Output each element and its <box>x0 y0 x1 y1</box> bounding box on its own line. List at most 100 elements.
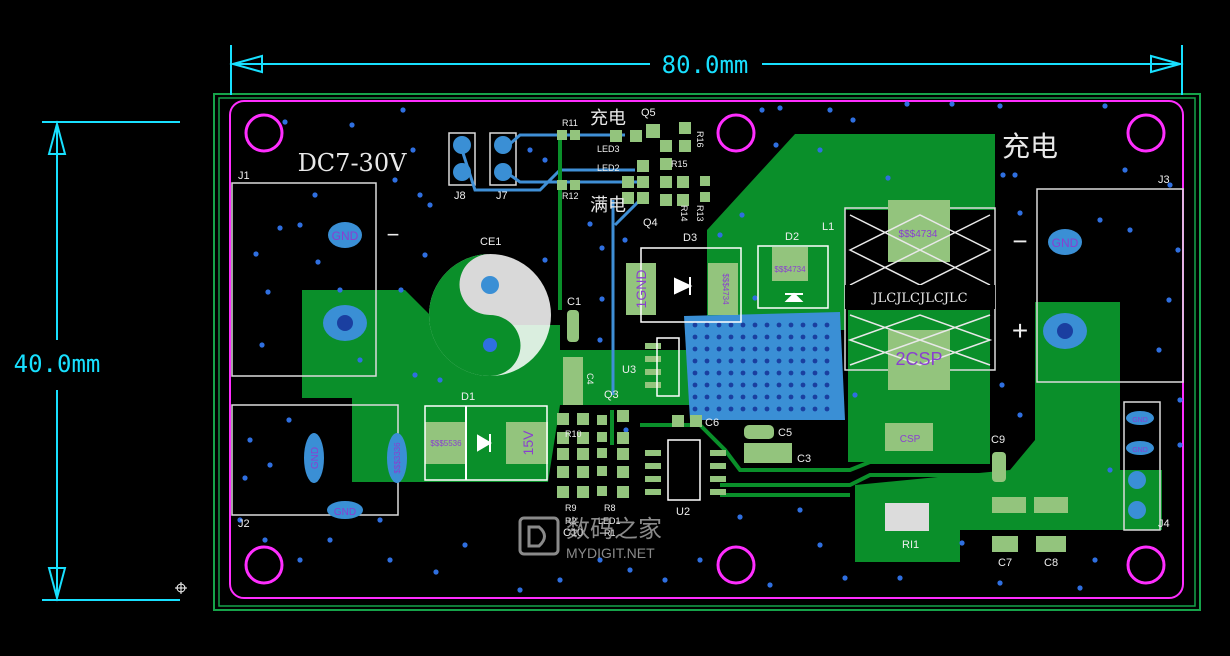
smd-pad <box>557 466 569 478</box>
via <box>437 377 443 383</box>
origin-marker <box>175 582 187 594</box>
thermal-via <box>824 370 830 376</box>
via <box>759 107 765 113</box>
via <box>542 257 548 263</box>
board-edge-outer <box>213 93 1201 611</box>
thermal-via <box>704 334 710 340</box>
via <box>377 517 383 523</box>
thermal-via <box>788 394 794 400</box>
thermal-via <box>800 370 806 376</box>
ri1-sense-pad <box>885 423 933 451</box>
thermal-via <box>812 334 818 340</box>
smd-pad <box>637 160 649 172</box>
designator-r1: R1 <box>604 528 616 538</box>
net-2csp: 2CSP <box>895 349 942 369</box>
designator-q5: Q5 <box>641 107 656 119</box>
width-dimension <box>229 45 1184 95</box>
thermal-via <box>812 382 818 388</box>
via <box>1097 217 1103 223</box>
net-1gnd: 1GND <box>633 270 649 309</box>
d1-diode-symbol <box>477 434 492 452</box>
via <box>398 287 404 293</box>
thermal-via <box>776 370 782 376</box>
smd-pad <box>660 158 672 170</box>
designator-c7: C7 <box>998 557 1012 569</box>
smd-pad <box>637 192 649 204</box>
via <box>282 119 288 125</box>
designator-r16: R16 <box>695 131 705 148</box>
designator-u3: U3 <box>622 364 636 376</box>
thermal-via <box>800 394 806 400</box>
smd-pad <box>710 489 726 495</box>
smd-pad <box>557 432 569 444</box>
thermal-via <box>824 334 830 340</box>
smd-pad <box>672 415 684 427</box>
via <box>327 537 333 543</box>
thermal-via <box>740 346 746 352</box>
via <box>315 259 321 265</box>
via <box>557 577 563 583</box>
regulator-thermal-pad <box>684 312 845 420</box>
smd-pad <box>637 176 649 188</box>
smd-pad <box>570 180 580 190</box>
l1-pad-1 <box>888 200 950 262</box>
thermal-via <box>752 322 758 328</box>
thermal-via <box>692 358 698 364</box>
via <box>737 514 743 520</box>
d1-outline <box>424 405 548 481</box>
net-ss5536: $$$5536 <box>430 439 462 448</box>
thermal-via <box>740 322 746 328</box>
l1-middle-band <box>845 285 995 309</box>
smd-pad <box>617 486 629 498</box>
thermal-via <box>692 406 698 412</box>
designator-c5: C5 <box>778 427 792 439</box>
net-ss4734-d3: $$$4734 <box>721 273 730 305</box>
smd-pad <box>660 140 672 152</box>
smd-pad <box>577 466 589 478</box>
mount-hole-top-right <box>1126 113 1166 153</box>
via <box>265 289 271 295</box>
smd-pad <box>617 466 629 478</box>
smd-pad <box>557 130 567 140</box>
thermal-via <box>728 370 734 376</box>
thermal-via <box>716 394 722 400</box>
via <box>959 540 965 546</box>
smd-pad <box>610 130 622 142</box>
mount-hole-bottom-mid <box>716 545 756 585</box>
thermal-via <box>800 406 806 412</box>
designator-l1: L1 <box>822 221 834 233</box>
via <box>949 101 955 107</box>
via <box>542 157 548 163</box>
designator-q3: Q3 <box>604 389 619 401</box>
d1-body <box>465 406 467 480</box>
smd-pad <box>660 194 672 206</box>
designator-q4: Q4 <box>643 217 658 229</box>
thermal-via <box>740 334 746 340</box>
thermal-via <box>776 322 782 328</box>
c7-pad-a <box>992 497 1026 513</box>
via <box>717 232 723 238</box>
smd-pad <box>645 369 661 375</box>
thermal-via <box>716 346 722 352</box>
thermal-via <box>764 346 770 352</box>
smd-pad <box>630 130 642 142</box>
via <box>597 557 603 563</box>
thermal-via <box>764 406 770 412</box>
smd-pad <box>557 486 569 498</box>
thermal-via <box>812 346 818 352</box>
smd-pad <box>597 448 607 458</box>
thermal-via <box>716 370 722 376</box>
designator-j3: J3 <box>1158 174 1170 186</box>
via <box>253 251 259 257</box>
via <box>842 575 848 581</box>
via <box>767 582 773 588</box>
thermal-via <box>776 358 782 364</box>
thermal-via <box>692 382 698 388</box>
thermal-via <box>800 346 806 352</box>
thermal-via <box>728 394 734 400</box>
d2-diode-symbol <box>784 292 804 302</box>
smd-pad <box>690 415 702 427</box>
smd-pad <box>710 476 726 482</box>
via <box>587 221 593 227</box>
